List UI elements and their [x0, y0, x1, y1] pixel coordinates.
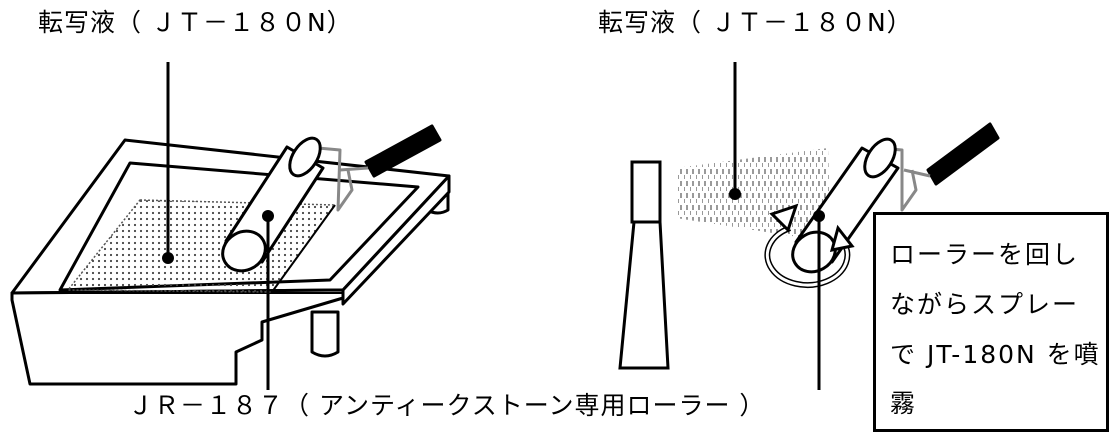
instruction-box: ローラーを回し ながらスプレー で JT-180N を噴 霧 [873, 212, 1109, 432]
roller-frame-left [317, 146, 354, 212]
label-transfer-liquid-left: 転写液（ ＪＴ－１８０N） [38, 8, 353, 37]
spray-nozzle [630, 160, 662, 224]
rotation-arrow-icon [764, 203, 855, 289]
roller-right [791, 122, 1000, 274]
leader-dot-roller-right [813, 210, 825, 222]
instruction-line-2: ながらスプレー [890, 290, 1080, 319]
label-roller-model: ＪＲ－１８７（ アンティークストーン専用ローラー ） [128, 391, 766, 420]
leader-dot-liquid-left [162, 252, 174, 264]
leader-dot-roller-left [262, 210, 274, 222]
instruction-line-3: で JT-180N を噴 [890, 340, 1101, 369]
tray-front-wall [10, 288, 345, 386]
tray-right-wall [341, 174, 451, 306]
tray-slope-line [271, 204, 336, 293]
leader-dot-liquid-right [729, 188, 741, 200]
spray-can [618, 160, 670, 370]
roller-handle-right [926, 122, 1000, 186]
instruction-line-4: 霧 [890, 389, 918, 418]
label-transfer-liquid-right: 転写液（ ＪＴ－１８０N） [598, 8, 913, 37]
roller-left [221, 124, 442, 273]
tray-leg-front [310, 310, 340, 358]
roller-end-left [221, 229, 267, 273]
instruction-line-1: ローラーを回し [890, 240, 1080, 269]
spray-can-body [618, 220, 670, 370]
roller-handle-left [364, 124, 442, 178]
